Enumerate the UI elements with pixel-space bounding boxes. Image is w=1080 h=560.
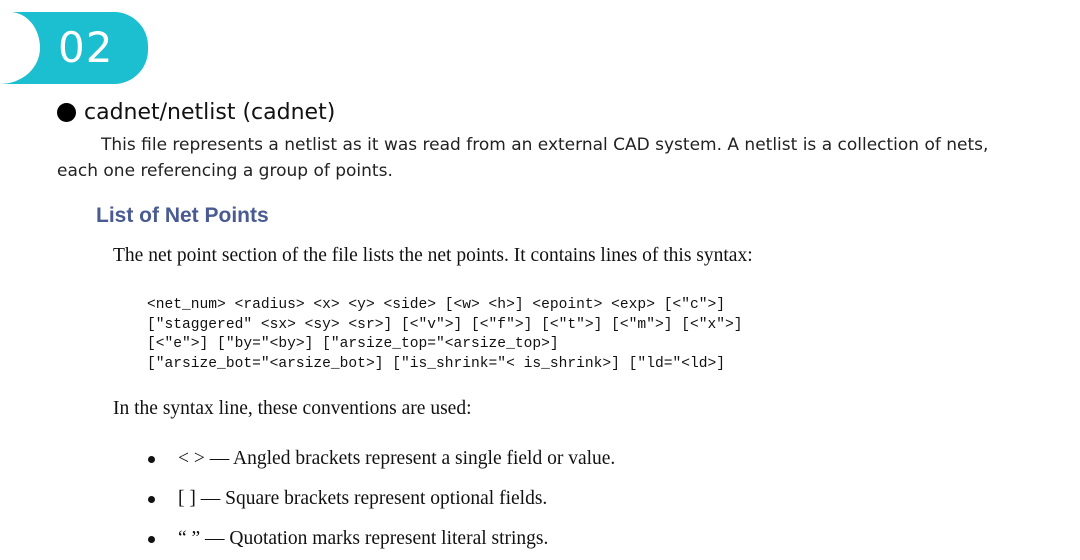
list-item: [ ] — Square brackets represent optional…: [148, 486, 615, 526]
bullet-icon: [148, 536, 155, 543]
section-title: List of Net Points: [96, 204, 269, 227]
intro-line-2: each one referencing a group of points.: [57, 161, 393, 181]
heading-bullet-icon: [57, 102, 76, 122]
intro-line-1: This file represents a netlist as it was…: [101, 135, 989, 155]
syntax-line-1: <net_num> <radius> <x> <y> <side> [<w> <…: [147, 297, 726, 313]
syntax-line-3: [<"e">] ["by="<by>] ["arsize_top="<arsiz…: [147, 336, 559, 352]
convention-text: < > — Angled brackets represent a single…: [178, 448, 616, 469]
bullet-icon: [148, 456, 155, 463]
badge-shape: [0, 12, 148, 84]
conventions-list: < > — Angled brackets represent a single…: [148, 446, 615, 560]
bullet-icon: [148, 496, 155, 503]
intro-paragraph: This file represents a netlist as it was…: [57, 132, 1080, 184]
heading-text: cadnet/netlist (cadnet): [84, 99, 336, 125]
list-item: “ ” — Quotation marks represent literal …: [148, 526, 615, 560]
convention-text: [ ] — Square brackets represent optional…: [178, 488, 548, 509]
syntax-intro-paragraph: The net point section of the file lists …: [113, 245, 753, 266]
syntax-line-2: ["staggered" <sx> <sy> <sr>] [<"v">] [<"…: [147, 316, 743, 333]
syntax-code-block: <net_num> <radius> <x> <y> <side> [<w> <…: [147, 296, 743, 374]
conventions-intro-paragraph: In the syntax line, these conventions ar…: [113, 398, 472, 419]
badge-number: 02: [58, 23, 114, 72]
section-number-badge: 02: [0, 12, 148, 84]
topic-heading: cadnet/netlist (cadnet): [57, 96, 335, 128]
convention-text: “ ” — Quotation marks represent literal …: [178, 528, 549, 549]
list-item: < > — Angled brackets represent a single…: [148, 446, 615, 486]
syntax-line-4: ["arsize_bot="<arsize_bot>] ["is_shrink=…: [147, 355, 726, 372]
